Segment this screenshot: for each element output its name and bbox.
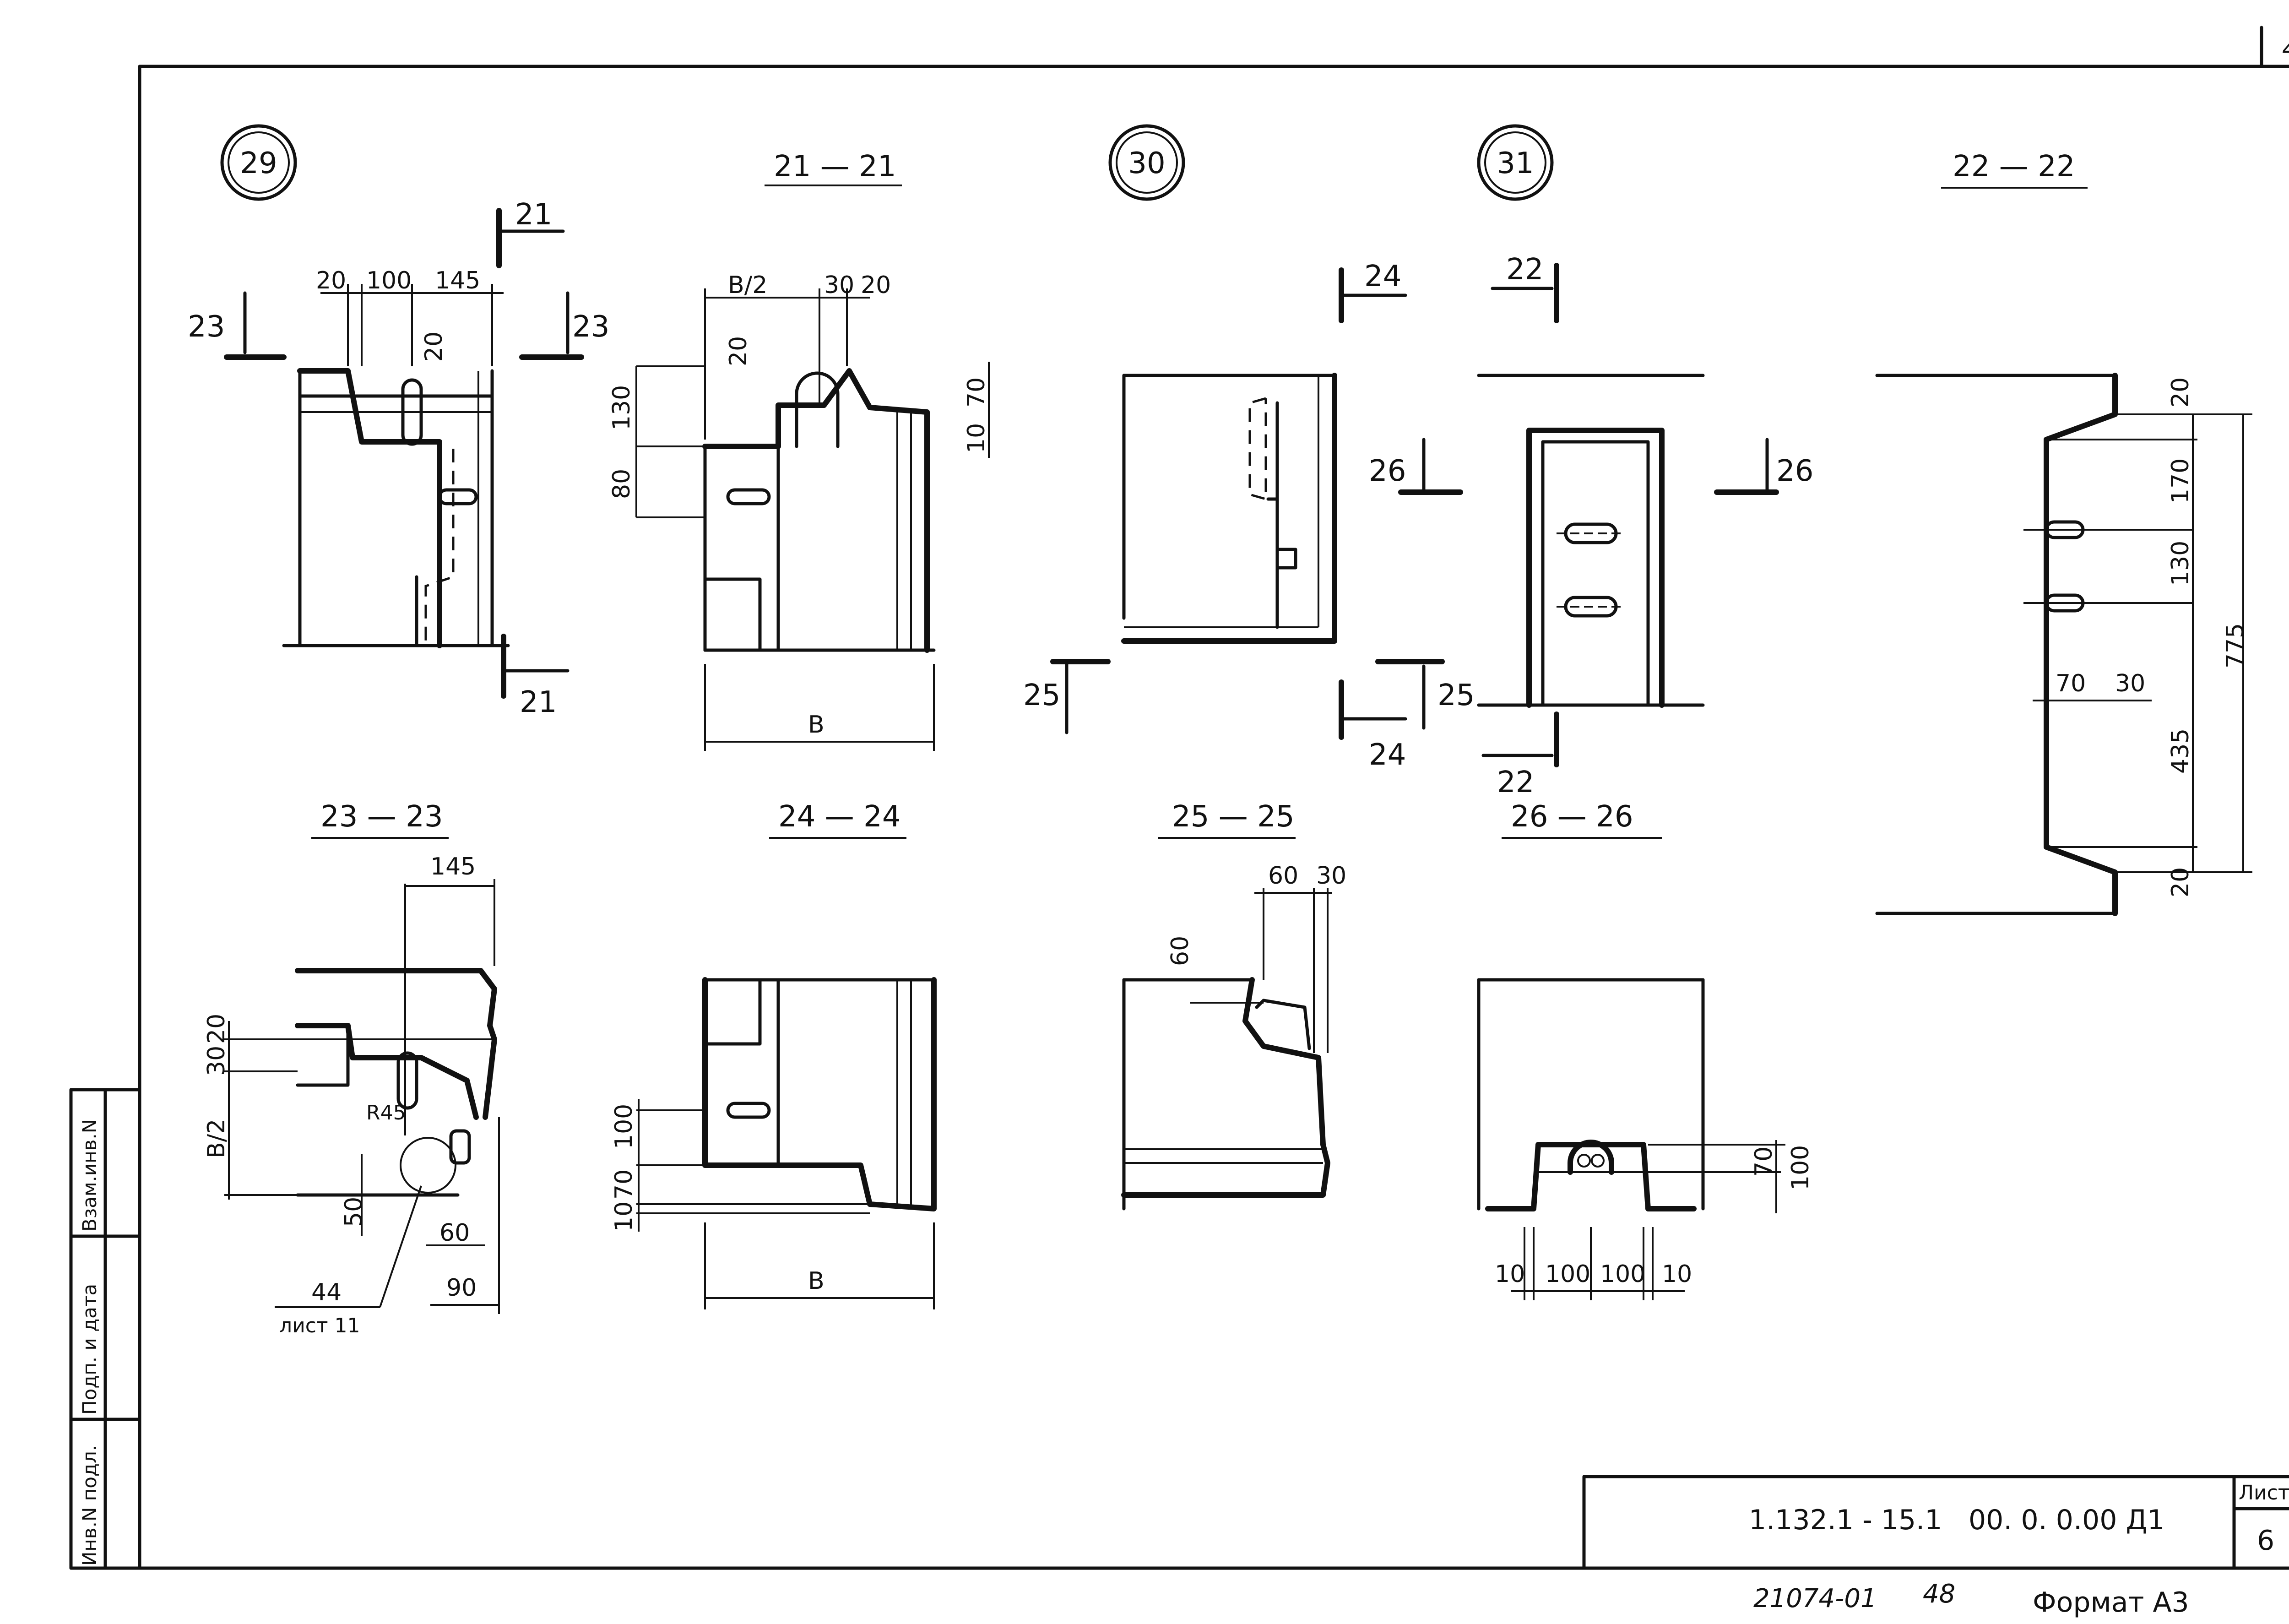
sheet-number: 6 [2257, 1525, 2274, 1557]
leader-23-sheet: лист 11 [279, 1314, 360, 1337]
view-31: 22 22 26 26 [1369, 253, 1813, 799]
title-block: 1.132.1 - 15.1 00. 0. 0.00 Д1 Лист 6 [1582, 1475, 2289, 1570]
doc-code: 1.132.1 - 15.1 [1749, 1504, 1942, 1536]
cut-26-left: 26 [1369, 454, 1406, 488]
section-24-24: 24 — 24 100 70 10 B [610, 800, 937, 1309]
stamp-inv: Инв.N подл. [78, 1445, 101, 1566]
section-26-26: 26 — 26 70 100 10 100 100 10 [1477, 800, 1814, 1300]
dim-29-d: 20 [420, 331, 448, 362]
dim-21-80: 80 [608, 469, 635, 499]
sheet-label: Лист [2239, 1481, 2289, 1505]
svg-text:29: 29 [240, 147, 277, 180]
leader-23-44: 44 [311, 1279, 342, 1306]
dim-26-100a: 100 [1545, 1260, 1590, 1288]
dim-21-b2: B/2 [728, 272, 767, 299]
dim-23-r45: R45 [366, 1101, 406, 1124]
section-22-22: 22 — 22 20 170 130 775 70 30 435 20 [1875, 150, 2252, 916]
footer-page: 48 [1923, 1579, 1955, 1609]
view-29: 20 100 145 20 21 21 23 23 [188, 198, 609, 719]
dim-25-60a: 60 [1268, 862, 1298, 890]
dim-21-70: 70 [963, 377, 990, 407]
dim-23-50: 50 [340, 1197, 368, 1227]
dim-26-10a: 10 [1495, 1260, 1525, 1288]
dim-23-90: 90 [446, 1274, 477, 1302]
cut-21-bottom: 21 [520, 685, 557, 719]
callout-29: 29 [220, 124, 297, 201]
page-number-top: 46 [2282, 34, 2289, 64]
callout-31: 31 [1477, 124, 1554, 201]
title-23-23: 23 — 23 [320, 800, 443, 834]
sheet-frame [138, 65, 2289, 1570]
dim-21-30: 30 [824, 272, 854, 299]
dim-22-30: 30 [2115, 670, 2145, 697]
dim-21-20: 20 [861, 272, 891, 299]
dim-22-70: 70 [2056, 670, 2086, 697]
cut-25-right: 25 [1437, 679, 1475, 712]
title-22-22: 22 — 22 [1953, 150, 2075, 184]
dim-21-20v: 20 [725, 336, 752, 366]
cut-22-bottom: 22 [1497, 766, 1534, 799]
dim-23-30: 30 [203, 1046, 230, 1076]
dim-24-70: 70 [610, 1169, 638, 1200]
callout-30: 30 [1108, 124, 1185, 201]
cut-25-left: 25 [1023, 679, 1060, 712]
cut-23-right: 23 [572, 310, 609, 344]
doc-mark: 00. 0. 0.00 Д1 [1969, 1504, 2165, 1536]
svg-text:31: 31 [1497, 147, 1534, 180]
dim-26-100v: 100 [1787, 1145, 1814, 1190]
dim-25-30: 30 [1316, 862, 1346, 890]
dim-29-a: 20 [316, 267, 346, 294]
dim-22-130: 130 [2167, 541, 2194, 586]
cut-24-bottom: 24 [1369, 738, 1406, 772]
cut-21-top: 21 [515, 198, 552, 232]
cut-26-right: 26 [1776, 454, 1813, 488]
dim-23-60: 60 [439, 1219, 470, 1247]
dim-23-20: 20 [203, 1014, 230, 1044]
dim-26-70: 70 [1750, 1146, 1778, 1177]
dim-21-B: B [808, 711, 824, 739]
dim-22-435: 435 [2167, 728, 2194, 774]
dim-22-20a: 20 [2167, 377, 2194, 407]
dim-29-c: 145 [435, 267, 480, 294]
title-26-26: 26 — 26 [1511, 800, 1633, 834]
svg-text:30: 30 [1128, 147, 1165, 180]
title-21-21: 21 — 21 [774, 150, 896, 184]
dim-23-b2: B/2 [203, 1119, 230, 1158]
section-25-25: 25 — 25 60 30 60 [1121, 800, 1346, 1211]
cut-23-left: 23 [188, 310, 225, 344]
stamp-sign: Подп. и дата [78, 1284, 101, 1415]
dim-21-10: 10 [963, 423, 990, 453]
view-30: 24 24 25 25 [1023, 260, 1475, 772]
dim-24-B: B [808, 1267, 824, 1295]
dim-26-100b: 100 [1600, 1260, 1645, 1288]
stamp-replace: Взам.инв.N [78, 1119, 101, 1232]
dim-26-10b: 10 [1662, 1260, 1692, 1288]
dim-25-60b: 60 [1166, 936, 1194, 966]
dim-22-20b: 20 [2167, 867, 2194, 897]
title-24-24: 24 — 24 [778, 800, 901, 834]
footer-format: Формат А3 [2033, 1586, 2189, 1619]
cut-24-top: 24 [1364, 260, 1401, 293]
side-stamp: Инв.N подл. Подп. и дата Взам.инв.N [69, 1088, 141, 1570]
title-25-25: 25 — 25 [1172, 800, 1295, 834]
cut-22-top: 22 [1506, 253, 1543, 287]
section-23-23: 23 — 23 145 20 30 B/2 R45 50 60 90 44 ли… [203, 800, 500, 1337]
footer-order: 21074-01 [1753, 1584, 1877, 1613]
dim-24-100: 100 [610, 1104, 638, 1149]
dim-21-130: 130 [608, 385, 635, 430]
dim-22-170: 170 [2167, 458, 2194, 504]
dim-24-10: 10 [610, 1201, 638, 1232]
dim-29-b: 100 [366, 267, 412, 294]
dim-22-775: 775 [2222, 623, 2249, 668]
dim-23-145: 145 [430, 853, 476, 880]
section-21-21: 21 — 21 B/2 30 20 20 130 80 70 10 B [608, 150, 990, 751]
